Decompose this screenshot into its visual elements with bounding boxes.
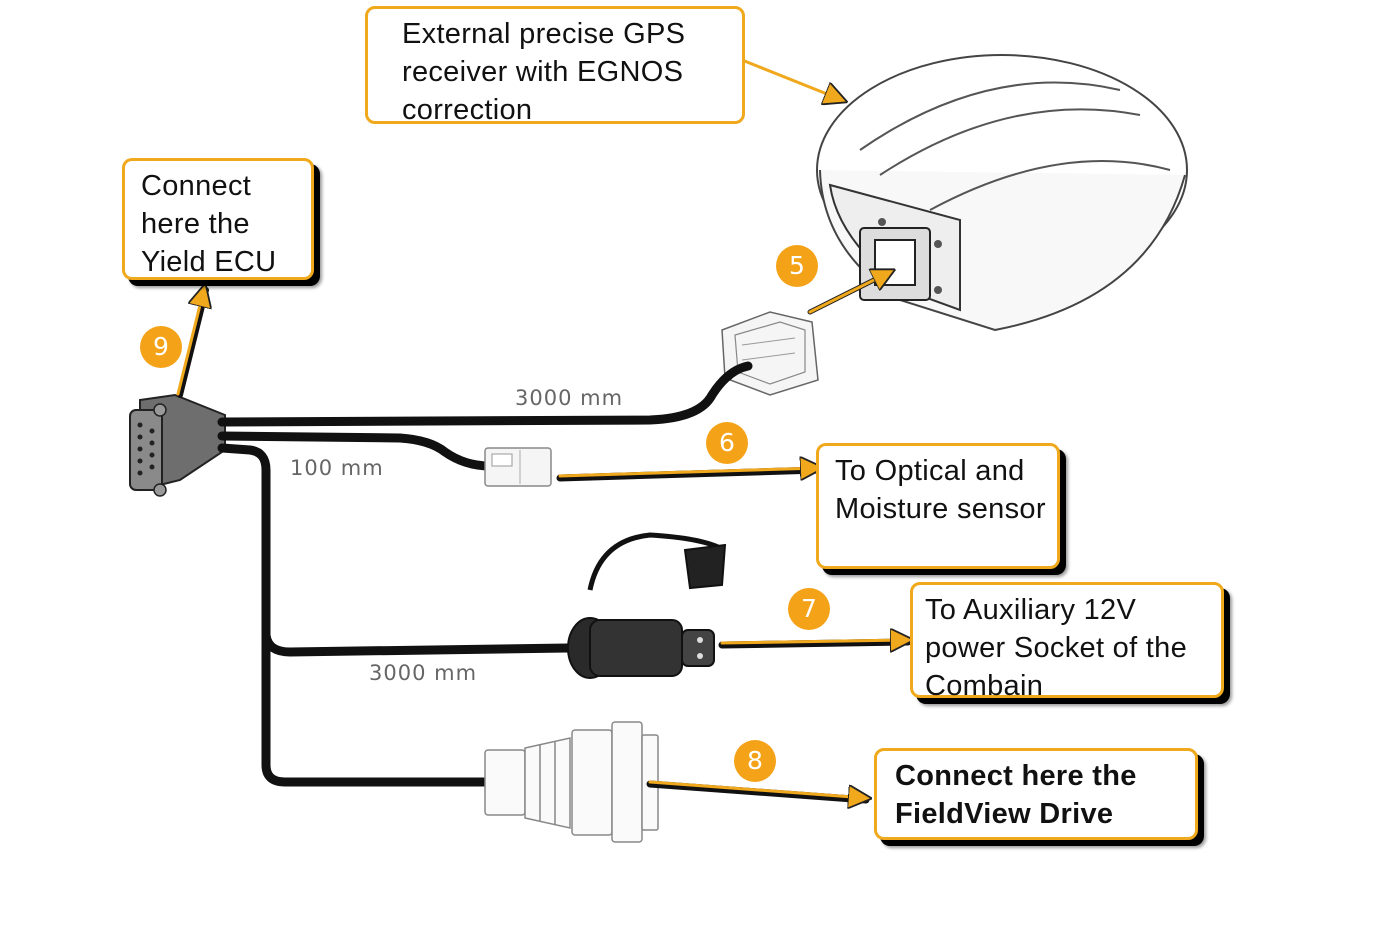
callout-arrows xyxy=(176,58,908,800)
power-socket-callout: To Auxiliary 12V power Socket of the Com… xyxy=(910,582,1224,702)
badge-7: 7 xyxy=(788,588,830,630)
gps-cable xyxy=(217,361,753,427)
badge-8: 8 xyxy=(734,740,776,782)
arrow-5 xyxy=(807,272,890,315)
badge-5: 5 xyxy=(776,245,818,287)
arrow-6 xyxy=(556,468,818,482)
sensor-cable xyxy=(217,431,495,471)
fieldview-label: Connect here the FieldView Drive xyxy=(895,760,1137,830)
arrow-7 xyxy=(718,640,908,645)
power-cable xyxy=(261,630,573,657)
sensor-cable-length: 100 mm xyxy=(290,456,384,480)
gps-cable-length: 3000 mm xyxy=(515,386,624,410)
db-connector xyxy=(129,393,226,497)
arrow-8 xyxy=(646,780,866,800)
cable-harness xyxy=(217,361,753,787)
optical-sensor-label: To Optical and Moisture sensor xyxy=(835,455,1046,525)
fieldview-callout: Connect here the FieldView Drive xyxy=(874,748,1198,840)
gps-receiver-callout: External precise GPS receiver with EGNOS… xyxy=(365,6,745,126)
power-cable-length: 3000 mm xyxy=(369,661,478,685)
badge-9: 9 xyxy=(140,326,182,368)
trunk-cable xyxy=(217,443,493,787)
power-socket-label: To Auxiliary 12V power Socket of the Com… xyxy=(925,594,1188,702)
fieldview-connector xyxy=(484,721,659,843)
gps-plug-connector xyxy=(721,311,819,396)
yield-ecu-label: Connect here the Yield ECU xyxy=(141,170,277,278)
badge-6: 6 xyxy=(706,422,748,464)
arrow-9 xyxy=(176,289,206,398)
gps-receiver-label: External precise GPS receiver with EGNOS… xyxy=(402,18,686,126)
optical-sensor-callout: To Optical and Moisture sensor xyxy=(816,443,1060,569)
power-plug xyxy=(567,532,727,679)
gps-receiver-device xyxy=(816,54,1188,332)
sensor-plug-connector xyxy=(484,447,552,487)
arrow-gps xyxy=(740,58,842,100)
yield-ecu-callout: Connect here the Yield ECU xyxy=(122,158,314,280)
